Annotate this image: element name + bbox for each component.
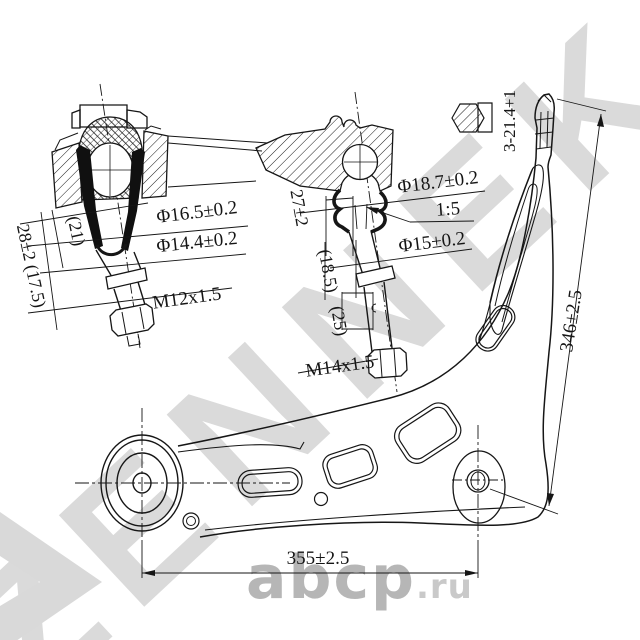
site-watermark-name: abcp <box>246 543 416 613</box>
site-watermark-tld: .ru <box>415 567 473 607</box>
control-arm-view <box>75 93 607 578</box>
site-watermark: abcp.ru <box>246 548 473 608</box>
label-hex-note: 3-21.4+1 <box>500 90 519 152</box>
right-ball-joint-section <box>255 91 486 393</box>
label-right-taper-ratio: 1:5 <box>435 198 461 221</box>
left-ball-joint-section <box>19 83 269 349</box>
hex-nut-detail <box>451 102 493 133</box>
label-overall-width: 355±2.5 <box>286 548 350 569</box>
